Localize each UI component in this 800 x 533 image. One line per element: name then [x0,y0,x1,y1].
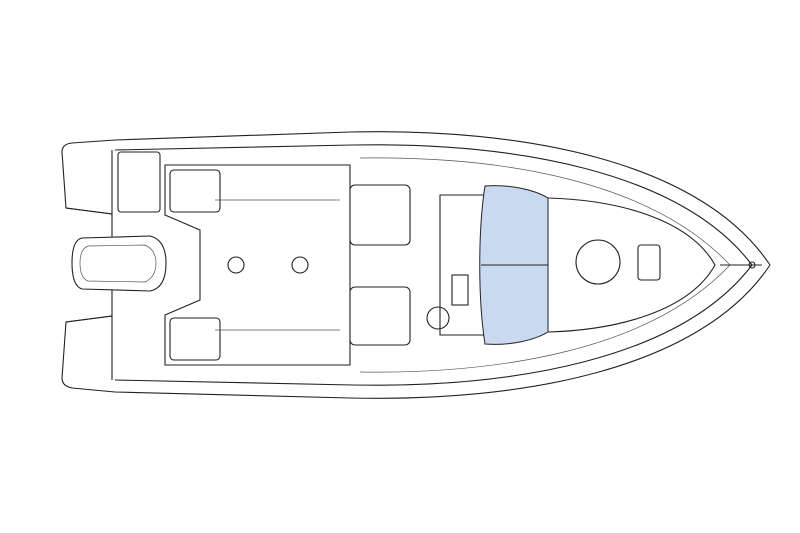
transom-pod-top [65,150,113,215]
transom-pod-bottom [65,315,113,380]
foredeck-outline [547,197,716,333]
deck-hatch-icon [575,239,621,285]
deck-drain [291,256,309,274]
helm-seat-bottom [349,286,411,346]
stern-locker [117,151,161,213]
deck-drain [227,256,245,274]
aft-seat-bottom [169,317,221,361]
aft-seat-top [169,169,221,213]
hull-outline [61,131,771,399]
bow-cleat [748,261,756,269]
anchor-locker [637,244,661,281]
instrument-panel [451,274,469,306]
helm-seat-top [349,184,411,246]
engine-cowl-line [79,244,157,283]
steering-wheel-icon [426,306,450,330]
outboard-engine-icon [71,235,167,292]
